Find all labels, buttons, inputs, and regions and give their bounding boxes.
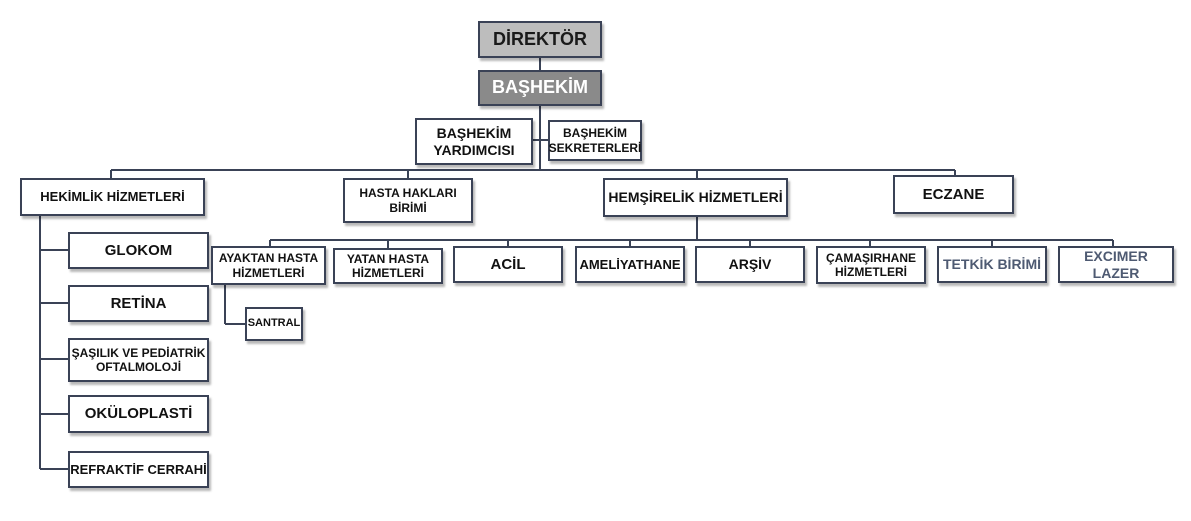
medical-unit-okuloplasti: OKÜLOPLASTİ — [68, 395, 209, 433]
nursing-unit-acil: ACİL — [453, 246, 563, 283]
medical-unit-retina: RETİNA — [68, 285, 209, 322]
sub-unit-santral: SANTRAL — [245, 307, 303, 341]
chief-physician-box: BAŞHEKİM — [478, 70, 602, 106]
nursing-unit-label: TETKİK BİRİMİ — [943, 256, 1041, 273]
nursing-unit-ayaktan: AYAKTAN HASTA HİZMETLERİ — [211, 246, 326, 285]
nursing-unit-label: ACİL — [490, 255, 526, 273]
medical-unit-label: GLOKOM — [104, 241, 173, 259]
deputy-chief-physician-label: BAŞHEKİM YARDIMCISI — [433, 124, 515, 158]
director-label: DİREKTÖR — [493, 28, 587, 49]
nursing-unit-label: AYAKTAN HASTA HİZMETLERİ — [218, 251, 319, 280]
pharmacy-box: ECZANE — [893, 175, 1014, 214]
medical-unit-label: REFRAKTİF CERRAHİ — [70, 461, 207, 477]
nursing-unit-label: ÇAMAŞIRHANE HİZMETLERİ — [826, 250, 916, 279]
nursing-services-box: HEMŞİRELİK HİZMETLERİ — [603, 178, 788, 217]
medical-unit-refraktif: REFRAKTİF CERRAHİ — [68, 451, 209, 488]
pharmacy-label: ECZANE — [922, 185, 985, 203]
patient-rights-unit-box: HASTA HAKLARI BİRİMİ — [343, 178, 473, 223]
medical-unit-label: OKÜLOPLASTİ — [84, 405, 193, 422]
nursing-unit-label: YATAN HASTA HİZMETLERİ — [346, 251, 430, 280]
nursing-services-label: HEMŞİRELİK HİZMETLERİ — [608, 189, 783, 206]
nursing-unit-camasirhane: ÇAMAŞIRHANE HİZMETLERİ — [816, 246, 926, 284]
nursing-unit-excimer: EXCIMER LAZER — [1058, 246, 1174, 283]
medical-unit-label: RETİNA — [110, 294, 167, 312]
chief-physician-secretaries-label: BAŞHEKİM SEKRETERLERİ — [548, 126, 642, 155]
sub-unit-label: SANTRAL — [247, 317, 301, 330]
chief-physician-label: BAŞHEKİM — [491, 77, 588, 98]
patient-rights-unit-label: HASTA HAKLARI BİRİMİ — [359, 186, 457, 215]
medical-services-label: HEKİMLİK HİZMETLERİ — [40, 189, 185, 205]
nursing-unit-label: ARŞİV — [728, 256, 772, 273]
nursing-unit-yatan: YATAN HASTA HİZMETLERİ — [333, 248, 443, 284]
medical-unit-sasilik: ŞAŞILIK VE PEDİATRİK OFTALMOLOJİ — [68, 338, 209, 382]
director-box: DİREKTÖR — [478, 21, 602, 58]
nursing-unit-label: EXCIMER LAZER — [1084, 247, 1148, 281]
nursing-unit-label: AMELİYATHANE — [579, 256, 681, 272]
nursing-unit-ameliyathane: AMELİYATHANE — [575, 246, 685, 283]
chief-physician-secretaries-box: BAŞHEKİM SEKRETERLERİ — [548, 120, 642, 161]
medical-unit-label: ŞAŞILIK VE PEDİATRİK OFTALMOLOJİ — [71, 345, 206, 374]
nursing-unit-tetkik: TETKİK BİRİMİ — [937, 246, 1047, 283]
medical-services-box: HEKİMLİK HİZMETLERİ — [20, 178, 205, 216]
medical-unit-glokom: GLOKOM — [68, 232, 209, 269]
deputy-chief-physician-box: BAŞHEKİM YARDIMCISI — [415, 118, 533, 165]
nursing-unit-arsiv: ARŞİV — [695, 246, 805, 283]
